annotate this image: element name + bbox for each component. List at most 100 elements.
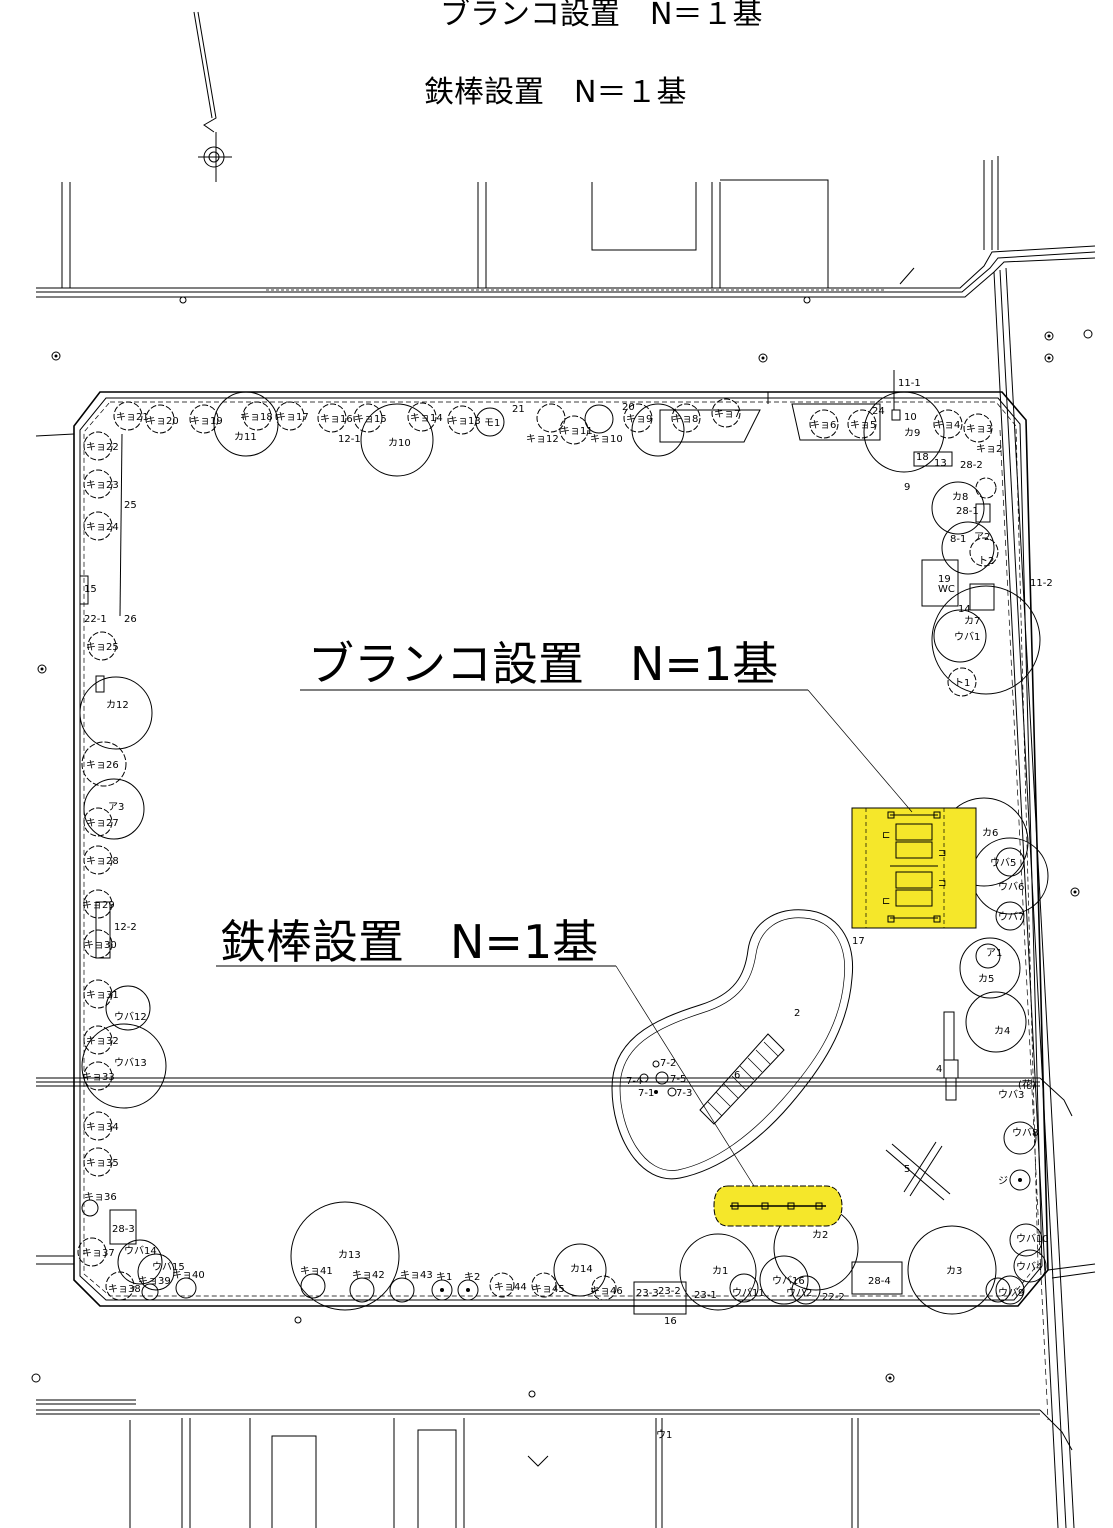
plan-label: キョ18 [240, 412, 273, 423]
plan-label: キョ9 [626, 414, 652, 425]
right-road [993, 267, 1075, 1528]
plan-label: ウバ9 [998, 1287, 1024, 1299]
plan-label: キョ44 [494, 1282, 527, 1293]
svg-text:⊏: ⊏ [882, 896, 890, 907]
plan-label: キョ29 [82, 900, 115, 911]
plan-label: 10 [904, 412, 917, 423]
plan-label: 24 [872, 406, 885, 417]
plan-label: カ8 [952, 491, 968, 503]
plan-label: カ1 [712, 1265, 728, 1277]
plan-label: ト2 [978, 556, 994, 567]
plan-label: ウバ4 [1016, 1261, 1042, 1273]
plan-label: ウバ2 [786, 1287, 812, 1299]
plan-label: キョ6 [810, 420, 836, 431]
plan-label: 28-2 [960, 460, 983, 471]
plan-label: 7-3 [676, 1088, 692, 1099]
plan-label: ウバ16 [772, 1275, 805, 1287]
plan-label: ウバ13 [114, 1057, 147, 1069]
plan-label: キョ5 [850, 420, 876, 431]
plan-label: カ12 [106, 699, 129, 711]
plan-label: ウバ10 [1016, 1233, 1049, 1245]
plan-label: カ9 [904, 427, 920, 439]
plan-label: 11-1 [898, 378, 921, 389]
plan-label: 4 [936, 1064, 942, 1075]
plan-label: キョ17 [276, 412, 309, 423]
plan-label: キョ25 [86, 642, 119, 653]
plan-label: キョ19 [190, 416, 223, 427]
plan-label: 14 [958, 604, 971, 615]
plan-label: 18 [916, 452, 929, 463]
plan-label: カ6 [982, 827, 998, 839]
plan-label: キョ24 [86, 522, 119, 533]
plan-label: 22-2 [822, 1292, 845, 1303]
plan-label: 6 [734, 1070, 740, 1081]
plan-label: 5 [904, 1164, 910, 1175]
plan-label: カ10 [388, 437, 411, 449]
bar-callout: 鉄棒設置 N=1基 [220, 915, 598, 969]
plan-label: キョ40 [172, 1270, 205, 1281]
north-arrow-icon [193, 11, 232, 182]
plan-label: 20 [622, 402, 635, 413]
plan-label: カ2 [812, 1229, 828, 1241]
plan-label: キョ12 [526, 434, 559, 445]
plan-label: キョ4 [934, 420, 960, 431]
upper-lot-lines [61, 156, 999, 289]
plan-label: ウバ12 [114, 1011, 147, 1023]
plan-label: キョ32 [86, 1036, 119, 1047]
plan-label: キョ34 [86, 1122, 119, 1133]
plan-label: キョ46 [590, 1286, 623, 1297]
iron-bar-equipment [713, 1185, 843, 1227]
svg-text:⊐: ⊐ [938, 878, 946, 889]
plan-label: キ1 [436, 1272, 452, 1283]
plan-label: モ1 [484, 418, 500, 429]
plan-label: 12-2 [114, 922, 137, 933]
bottom-road [36, 1077, 1073, 1528]
plan-label: ウバ11 [732, 1287, 765, 1299]
plan-label: キョ21 [116, 412, 149, 423]
plan-label: キョ43 [400, 1270, 433, 1281]
plan-label: キョ22 [86, 442, 119, 453]
plan-label: カ3 [946, 1265, 962, 1277]
plan-label: 26 [124, 614, 137, 625]
plan-label: キョ38 [108, 1284, 141, 1295]
plan-label: 23-3 [636, 1288, 659, 1299]
central-pond [611, 909, 854, 1180]
plan-label: ジ [998, 1176, 1008, 1187]
plan-label: ウバ7 [998, 911, 1024, 923]
plan-label: 13 [934, 458, 947, 469]
plan-label: キョ16 [320, 414, 353, 425]
plan-label: キョ33 [82, 1072, 115, 1083]
plan-label: 12-1 [338, 434, 361, 445]
plan-label: カ4 [994, 1025, 1010, 1037]
plan-label: キ2 [464, 1272, 480, 1283]
plan-label: 23-2 [658, 1286, 681, 1297]
plan-label: 17 [852, 936, 865, 947]
plan-label: 28-3 [112, 1224, 135, 1235]
plan-label: キョ7 [714, 409, 740, 420]
plan-label: 22-1 [84, 614, 107, 625]
plan-label: カ11 [234, 431, 257, 443]
top-tree-row [113, 370, 993, 477]
plan-label: キョ41 [300, 1266, 333, 1277]
plan-label: ア1 [986, 948, 1002, 959]
swing-callout: ブランコ設置 N=1基 [308, 637, 778, 691]
bottom-tree-row [105, 1201, 1025, 1315]
plan-label: キョ3 [966, 424, 992, 435]
plan-label: キョ45 [532, 1284, 565, 1295]
plan-label: 9 [904, 482, 910, 493]
plan-label: キョ27 [86, 818, 119, 829]
plan-label: 7-1 [638, 1088, 654, 1099]
swing-equipment: ⊏ ⊏ ⊐ ⊐ [851, 807, 977, 929]
plan-labels: キョ21 キョ20 キョ19 キョ18 キョ17 キョ16 キョ15 キョ14 … [82, 378, 1053, 1441]
existing-equipment-5 [885, 1141, 951, 1201]
plan-label: ア3 [108, 802, 124, 813]
plan-label: キョ35 [86, 1158, 119, 1169]
plan-label: キョ13 [448, 416, 481, 427]
plan-label: キョ28 [86, 856, 119, 867]
callout-leaders [216, 689, 913, 1187]
plan-label: 11-2 [1030, 578, 1053, 589]
plan-label: ウバ6 [998, 881, 1024, 893]
plan-label: カ5 [978, 973, 994, 985]
plan-label: 2 [794, 1008, 800, 1019]
left-tree-row [77, 431, 175, 1291]
